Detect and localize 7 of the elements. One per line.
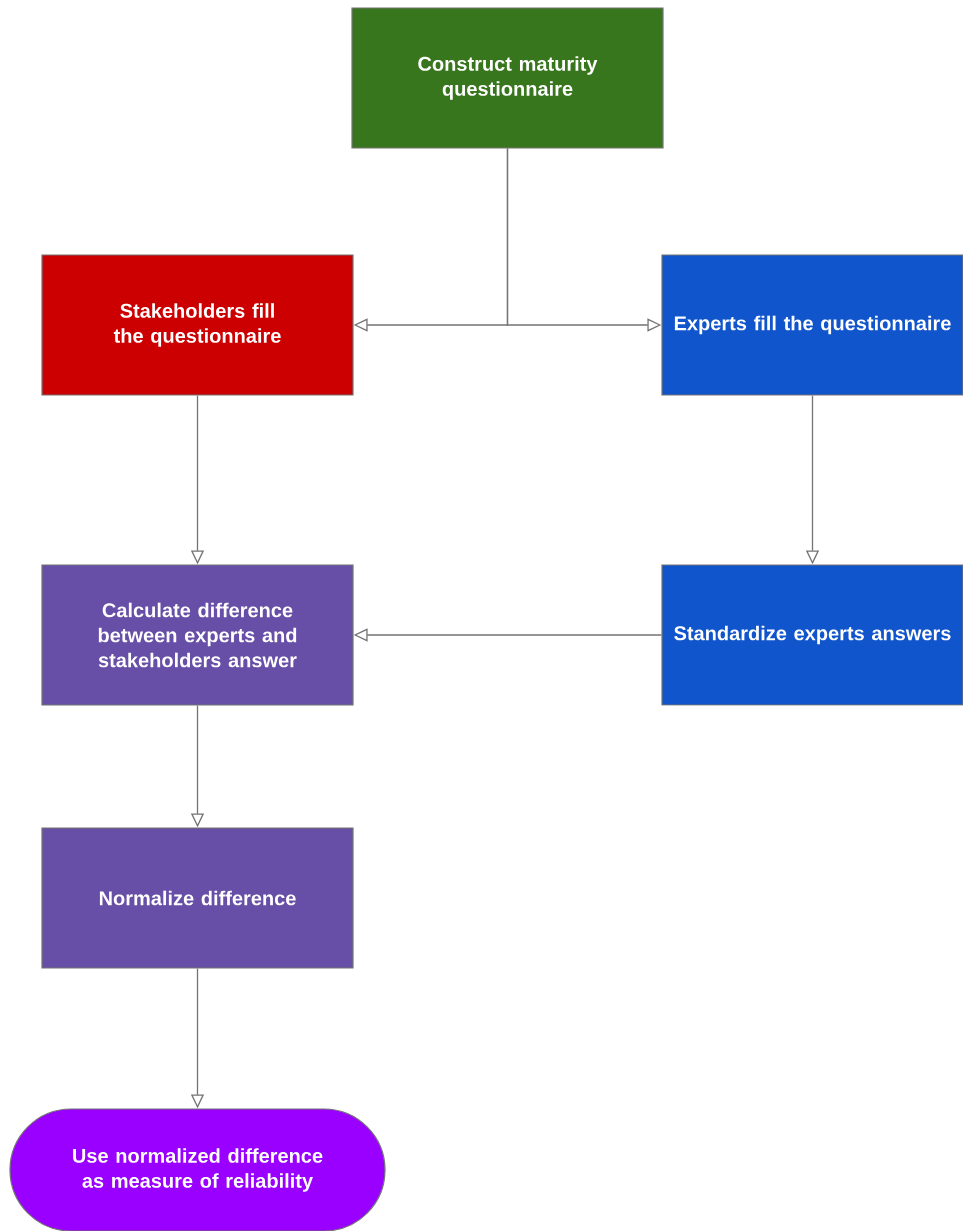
- process-box: Stakeholders fill the questionnaire: [41, 254, 354, 396]
- process-box: Construct maturity questionnaire: [351, 7, 664, 149]
- terminal-pill: Use normalized difference as measure of reliability: [9, 1108, 386, 1231]
- process-box: Standardize experts answers: [661, 564, 963, 706]
- process-box: Calculate difference between experts and stakeholders answer: [41, 564, 354, 706]
- process-box: Normalize difference: [41, 827, 354, 969]
- process-box: Experts fill the questionnaire: [661, 254, 963, 396]
